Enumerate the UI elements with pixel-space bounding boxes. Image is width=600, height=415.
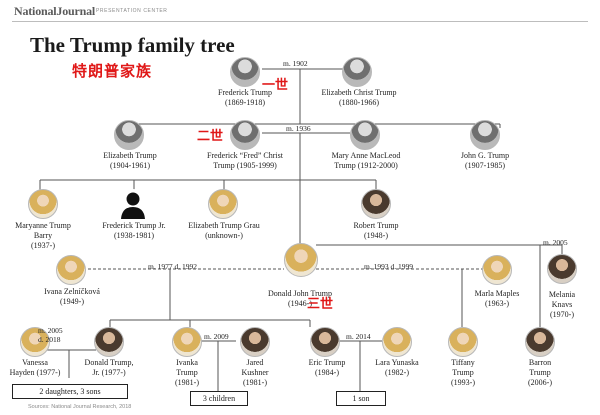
person-name: Jared bbox=[246, 358, 264, 367]
portrait-john-g-trump bbox=[470, 120, 500, 150]
person-name: Elizabeth Christ Trump bbox=[321, 88, 397, 97]
brand-logo: NationalJournal bbox=[14, 4, 96, 18]
portrait-lara-yunaska bbox=[382, 327, 412, 357]
person-name: Ivanka bbox=[176, 358, 198, 367]
generation-marker-2: 二世 bbox=[197, 129, 224, 144]
portrait-melania-knavs bbox=[547, 254, 577, 284]
person-name: Frederick Trump bbox=[218, 88, 272, 97]
person-name-line2: Kushner bbox=[241, 368, 269, 377]
person-dates: (1981-) bbox=[243, 378, 267, 387]
marriage-label: m. 2005 bbox=[543, 238, 568, 247]
person-dates: Trump (1912-2000) bbox=[334, 161, 398, 170]
person-name: Eric Trump bbox=[308, 358, 346, 367]
portrait-frederick-trump-jr bbox=[118, 189, 148, 219]
marriage-label: m. 1902 bbox=[283, 59, 308, 68]
person-dates: (1982-) bbox=[385, 368, 409, 377]
person-dates: (1970-) bbox=[550, 310, 574, 319]
marriage-label: m. 2005 bbox=[38, 326, 63, 335]
portrait-maryanne-trump-barry bbox=[28, 189, 58, 219]
portrait-frederick-trump bbox=[230, 57, 260, 87]
person-name: Mary Anne MacLeod bbox=[331, 151, 401, 160]
person-name: Elizabeth Trump Grau bbox=[188, 221, 260, 230]
header-divider bbox=[12, 21, 588, 22]
person-name: Marla Maples bbox=[474, 289, 520, 298]
portrait-mary-anne-macleod-trump bbox=[350, 120, 380, 150]
portrait-elizabeth-trump-grau bbox=[208, 189, 238, 219]
portrait-donald-trump-jr bbox=[94, 327, 124, 357]
person-dates: (1993-) bbox=[451, 378, 475, 387]
person-dates: (1869-1918) bbox=[225, 98, 265, 107]
children-box-donald-jr: 2 daughters, 3 sons bbox=[12, 384, 128, 399]
marriage-label: m. 1993 d. 1999 bbox=[364, 262, 413, 271]
person-name: John G. Trump bbox=[460, 151, 510, 160]
page-subtitle: 特朗普家族 bbox=[72, 62, 153, 80]
marriage-label: m. 2009 bbox=[204, 332, 229, 341]
person-dates: (1880-1966) bbox=[339, 98, 379, 107]
portrait-donald-john-trump bbox=[284, 243, 318, 277]
divorce-label: d. 2018 bbox=[38, 335, 61, 344]
person-name: Donald John Trump bbox=[267, 289, 332, 298]
portrait-ivana-zelnickova bbox=[56, 255, 86, 285]
person-name: Barron bbox=[528, 358, 552, 367]
person-name: Elizabeth Trump bbox=[103, 151, 157, 160]
person-name-line2: Trump bbox=[452, 368, 474, 377]
person-dates: (1984-) bbox=[315, 368, 339, 377]
person-dates: (1948-) bbox=[364, 231, 388, 240]
person-name: Melania bbox=[548, 290, 576, 299]
portrait-elizabeth-trump bbox=[114, 120, 144, 150]
person-name: Frederick Trump Jr. bbox=[102, 221, 166, 230]
person-name-line2: Trump bbox=[176, 368, 198, 377]
portrait-robert-trump bbox=[361, 189, 391, 219]
person-dates: Trump (1905-1999) bbox=[213, 161, 277, 170]
header-bar: NationalJournal PRESENTATION CENTER bbox=[0, 0, 600, 24]
person-dates: (1904-1961) bbox=[110, 161, 150, 170]
portrait-barron-trump bbox=[525, 327, 555, 357]
person-name: Frederick “Fred” Christ bbox=[207, 151, 283, 160]
portrait-jared-kushner bbox=[240, 327, 270, 357]
children-box-ivanka: 3 children bbox=[190, 391, 248, 406]
person-name-line2: Trump bbox=[529, 368, 551, 377]
person-name: Vanessa bbox=[22, 358, 48, 367]
person-name-line2: Knavs bbox=[551, 300, 573, 309]
person-name: Tiffany bbox=[451, 358, 475, 367]
portrait-tiffany-trump bbox=[448, 327, 478, 357]
children-box-eric: 1 son bbox=[336, 391, 386, 406]
person-dates: (2006-) bbox=[528, 378, 552, 387]
marriage-label: m. 2014 bbox=[346, 332, 371, 341]
silhouette-icon bbox=[121, 192, 145, 219]
person-dates: (1949-) bbox=[60, 297, 84, 306]
portrait-eric-trump bbox=[310, 327, 340, 357]
person-name: Ivana Zelníčková bbox=[44, 287, 100, 296]
person-dates: (unknown-) bbox=[205, 231, 243, 240]
person-dates: (1938-1981) bbox=[114, 231, 154, 240]
person-dates: (1963-) bbox=[485, 299, 509, 308]
person-name-line2: Jr. (1977-) bbox=[92, 368, 126, 377]
person-dates: (1937-) bbox=[31, 241, 55, 250]
brand-subtitle: PRESENTATION CENTER bbox=[96, 8, 168, 14]
person-dates: (1946-) bbox=[288, 299, 312, 308]
person-name: Robert Trump bbox=[353, 221, 399, 230]
generation-marker-3: 三世 bbox=[307, 297, 334, 312]
person-dates: (1907-1985) bbox=[465, 161, 505, 170]
portrait-marla-maples bbox=[482, 255, 512, 285]
person-name: Maryanne Trump bbox=[15, 221, 71, 230]
portrait-vanessa-hayden bbox=[20, 327, 50, 357]
person-name: Lara Yunaska bbox=[375, 358, 419, 367]
person-name-line2: Barry bbox=[33, 231, 53, 240]
page-title: The Trump family tree bbox=[30, 33, 235, 57]
portrait-fred-trump bbox=[230, 120, 260, 150]
portrait-ivanka-trump bbox=[172, 327, 202, 357]
person-name-line2: Hayden (1977-) bbox=[9, 368, 61, 377]
portrait-elizabeth-christ-trump bbox=[342, 57, 372, 87]
person-name: Donald Trump, bbox=[84, 358, 134, 367]
marriage-label: m. 1936 bbox=[286, 124, 311, 133]
source-note: Sources: National Journal Research, 2018 bbox=[28, 404, 132, 410]
generation-marker-1: 一世 bbox=[262, 78, 289, 93]
person-dates: (1981-) bbox=[175, 378, 199, 387]
marriage-label: m. 1977 d. 1992 bbox=[148, 262, 197, 271]
